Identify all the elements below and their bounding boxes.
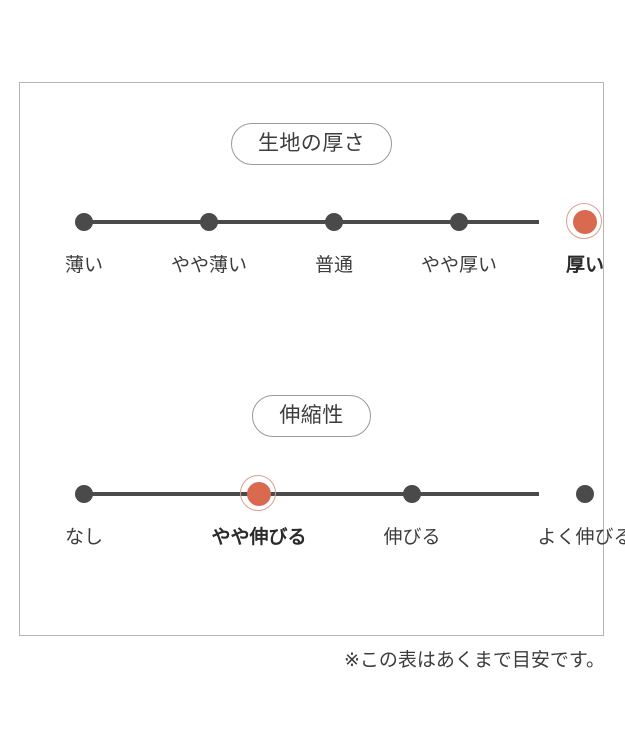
- thickness-title-wrap: 生地の厚さ: [20, 123, 603, 166]
- stretch-scale: [39, 467, 594, 525]
- stretch-title-wrap: 伸縮性: [20, 395, 603, 438]
- stretch-labels: なし やや伸びる 伸びる よく伸びる: [39, 525, 625, 559]
- thickness-dot-2[interactable]: [325, 213, 343, 232]
- thickness-label-4-selected: 厚い: [565, 254, 605, 277]
- thickness-dot-0[interactable]: [75, 213, 93, 232]
- stretch-dot-3[interactable]: [576, 485, 594, 504]
- stretch-label-1-selected: やや伸びる: [211, 526, 307, 549]
- section-thickness: 生地の厚さ 薄い やや薄い 普通 やや厚い 厚い: [20, 123, 604, 287]
- stretch-scale-track: [84, 492, 539, 497]
- thickness-dot-3[interactable]: [450, 213, 468, 232]
- fabric-property-card: 生地の厚さ 薄い やや薄い 普通 やや厚い 厚い 伸縮性: [19, 82, 625, 636]
- stretch-dot-2[interactable]: [403, 485, 421, 504]
- thickness-scale: [39, 195, 602, 253]
- thickness-title-badge: 生地の厚さ: [230, 123, 393, 166]
- thickness-scale-track: [84, 220, 539, 225]
- thickness-label-1: やや薄い: [170, 254, 248, 277]
- thickness-labels: 薄い やや薄い 普通 やや厚い 厚い: [39, 253, 604, 287]
- thickness-dot-1[interactable]: [200, 213, 218, 232]
- thickness-label-3: やや厚い: [420, 254, 498, 277]
- stretch-dot-0[interactable]: [75, 485, 93, 504]
- thickness-label-0: 薄い: [64, 254, 104, 277]
- stretch-label-2: 伸びる: [383, 526, 441, 549]
- stretch-title-badge: 伸縮性: [252, 395, 371, 438]
- thickness-label-2: 普通: [314, 254, 354, 277]
- stretch-dot-1-selected[interactable]: [240, 475, 276, 512]
- stretch-label-3: よく伸びる: [537, 526, 625, 549]
- stretch-label-0: なし: [64, 526, 104, 549]
- section-stretch: 伸縮性 なし やや伸びる 伸びる よく伸びる: [20, 395, 625, 559]
- thickness-dot-4-selected[interactable]: [566, 203, 602, 240]
- footnote-disclaimer: ※この表はあくまで目安です。: [343, 649, 605, 671]
